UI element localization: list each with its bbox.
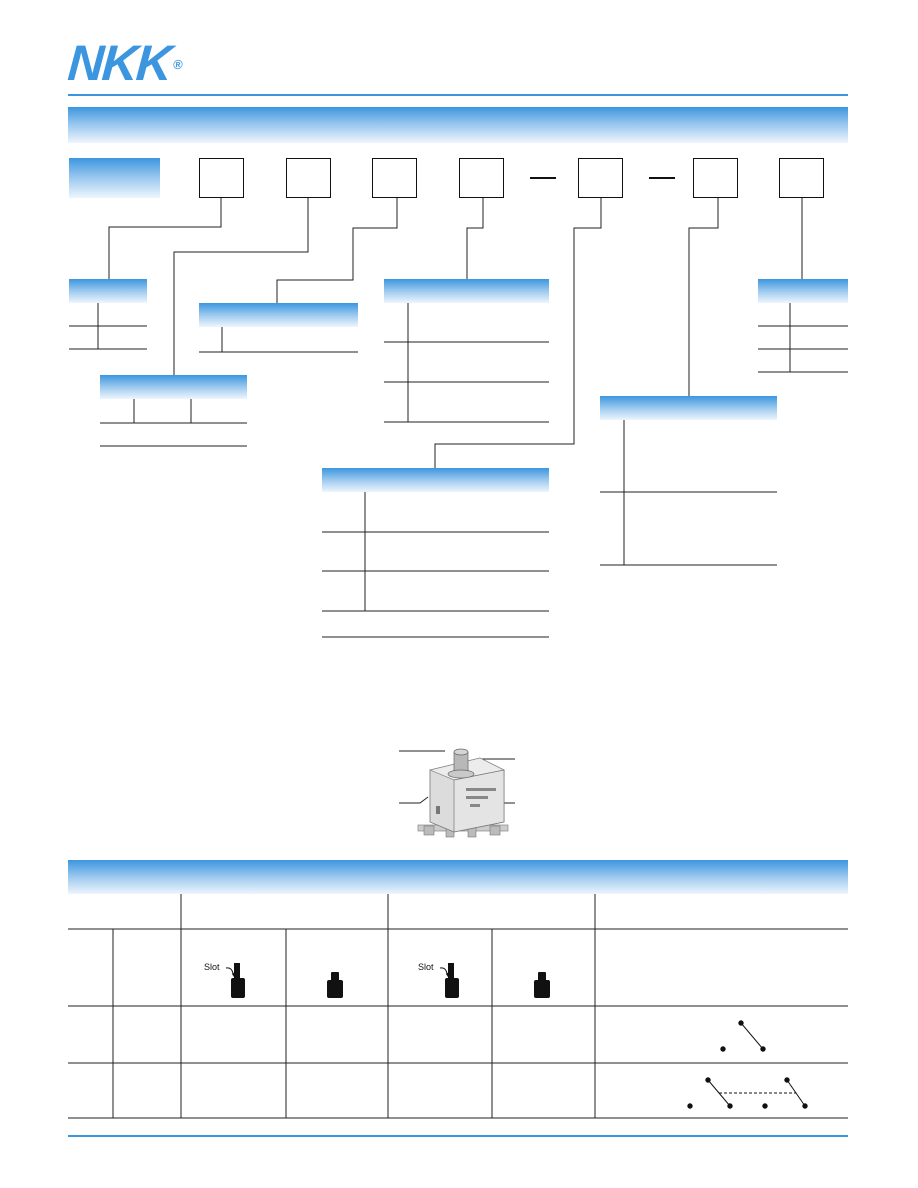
group-bar-terminals <box>758 279 848 303</box>
separator-dash-2 <box>649 177 675 179</box>
group-bar-actuator <box>384 279 549 303</box>
group-bar-contacts <box>100 375 247 399</box>
group-bar-circuits <box>199 303 358 327</box>
footer-rule <box>68 1135 848 1137</box>
slot-label-2: Slot <box>418 962 434 972</box>
slot-label-1: Slot <box>204 962 220 972</box>
header-rule <box>68 94 848 96</box>
section-bar-ordering <box>68 107 848 143</box>
plain-actuator-icon-2 <box>534 972 550 998</box>
slotted-actuator-icon-2 <box>439 963 459 998</box>
option-box-1 <box>199 158 244 198</box>
option-box-5 <box>578 158 623 198</box>
option-box-6 <box>693 158 738 198</box>
separator-dash-1 <box>530 177 556 179</box>
group-bar-mounting <box>322 468 549 492</box>
single-pole-schematic-icon <box>720 1020 766 1052</box>
switch-photo <box>417 748 509 838</box>
section-bar-specs <box>68 860 848 894</box>
double-pole-schematic-icon <box>687 1077 808 1109</box>
option-box-4 <box>459 158 504 198</box>
plain-actuator-icon-1 <box>327 972 343 998</box>
option-box-3 <box>372 158 417 198</box>
group-bar-options <box>600 396 777 420</box>
group-bar-poles <box>69 279 147 303</box>
option-box-7 <box>779 158 824 198</box>
option-box-2 <box>286 158 331 198</box>
series-label-block <box>69 158 160 198</box>
slotted-actuator-icon-1 <box>225 963 245 998</box>
